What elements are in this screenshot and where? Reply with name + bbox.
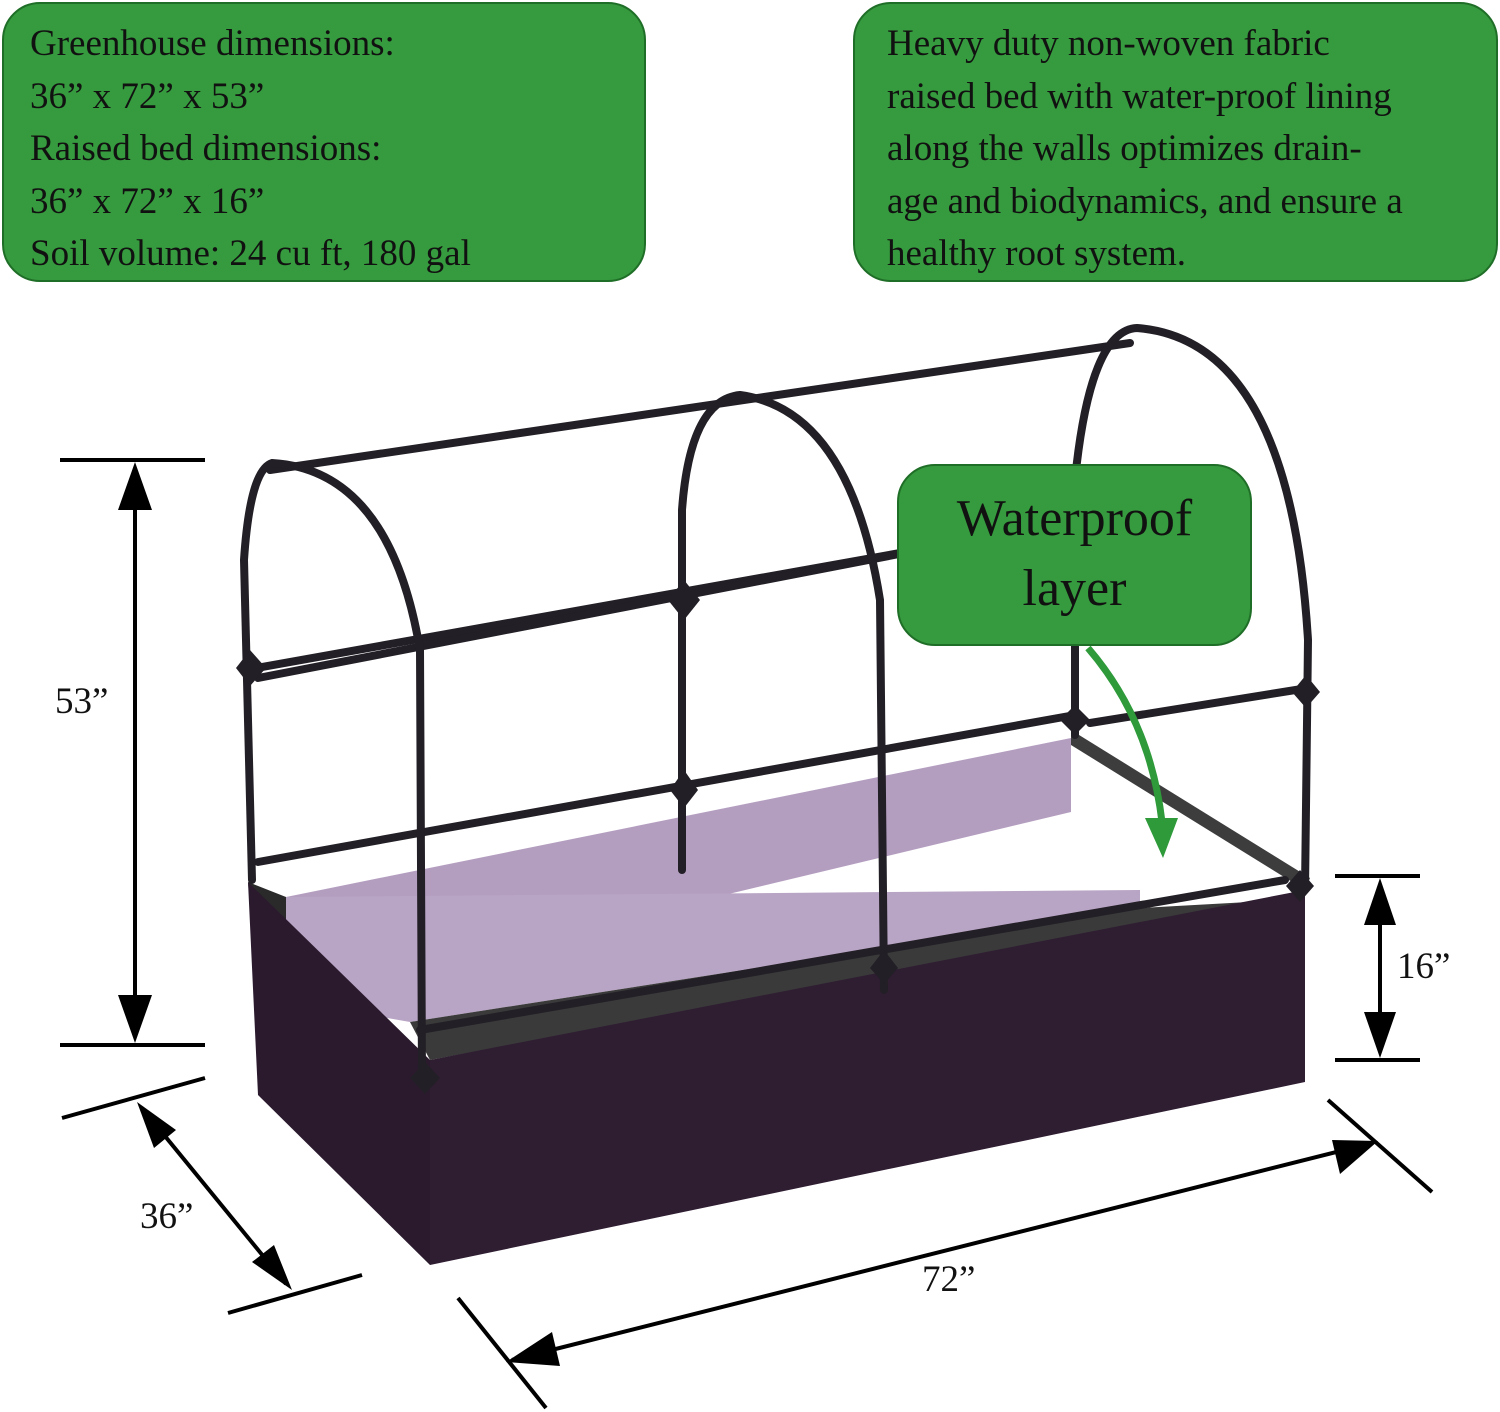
callout-line: healthy root system. — [887, 233, 1187, 274]
length-label: 72” — [922, 1259, 976, 1300]
callout-line: Heavy duty non-woven fabric — [887, 23, 1330, 64]
waterproof-pointer-arrow — [1085, 645, 1178, 858]
callout-line: Soil volume: 24 cu ft, 180 gal — [30, 233, 471, 274]
callout-line: Raised bed dimensions: — [30, 128, 382, 169]
callout-line: Waterproof — [956, 490, 1193, 547]
callout-line: 36” x 72” x 53” — [30, 75, 265, 117]
frame-joints — [236, 580, 1320, 1094]
callout-line: layer — [1022, 560, 1127, 617]
greenhouse-frame — [239, 323, 1313, 1084]
dimensions-callout: Greenhouse dimensions: 36” x 72” x 53” R… — [2, 2, 646, 282]
waterproof-lining-floor — [286, 890, 1140, 1022]
bed-front-panel — [430, 890, 1305, 1265]
fabric-callout: Heavy duty non-woven fabric raised bed w… — [853, 2, 1498, 282]
raised-bed — [248, 730, 1310, 1265]
callout-line: raised bed with water-proof lining — [887, 75, 1392, 117]
bed-end-panel — [248, 882, 430, 1265]
dimension-lines — [60, 458, 1434, 1410]
width-label: 36” — [140, 1196, 194, 1237]
callout-line: age and biodynamics, and ensure a — [887, 180, 1403, 222]
bed-rim-right — [1071, 730, 1310, 890]
waterproof-layer-callout: Waterproof layer — [897, 464, 1252, 646]
callout-line: Greenhouse dimensions: — [30, 23, 395, 64]
callout-line: along the walls optimizes drain- — [887, 128, 1362, 169]
height-bed-label: 16” — [1397, 946, 1451, 987]
callout-line: 36” x 72” x 16” — [30, 180, 265, 222]
height-total-label: 53” — [55, 681, 109, 722]
